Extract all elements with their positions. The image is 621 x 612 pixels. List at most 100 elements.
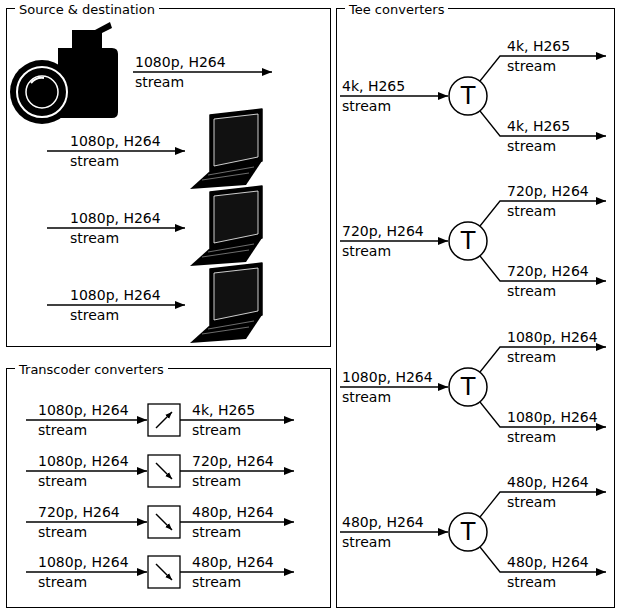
stream-label: 4k, H265 stream xyxy=(342,76,438,116)
stream-label: 1080p, H264 stream xyxy=(507,327,603,367)
laptop-icon xyxy=(190,186,262,266)
stream-label: 1080p, H264 stream xyxy=(38,552,134,592)
tee-wiring xyxy=(340,56,606,572)
stream-arrow xyxy=(26,571,147,572)
laptop-icon xyxy=(190,109,262,189)
stream-arrow xyxy=(47,304,185,305)
tee-circle xyxy=(449,222,487,260)
laptop-screen xyxy=(210,263,262,325)
label-slot: 4k, H265 stream xyxy=(507,36,603,76)
label-slot: 720p, H264 stream xyxy=(38,502,134,542)
tee-converter: T xyxy=(448,221,488,261)
laptop-base xyxy=(190,161,262,189)
label-slot: 720p, H264 stream xyxy=(342,221,438,261)
label-slot: 1080p, H264 stream xyxy=(38,552,134,592)
stream-label: 1080p, H264 stream xyxy=(135,52,231,92)
transcoder-box xyxy=(148,506,180,538)
label-slot: 480p, H264 stream xyxy=(192,552,288,592)
laptop-keys xyxy=(202,244,254,257)
stream-arrow xyxy=(340,531,448,532)
label-slot: 4k, H265 stream xyxy=(342,76,438,116)
panel-heading: Tee converters xyxy=(345,2,448,18)
stream-label: 1080p, H264 stream xyxy=(70,208,166,248)
label-slot: 1080p, H264 stream xyxy=(507,407,603,447)
stream-label: 1080p, H264 stream xyxy=(342,367,438,407)
laptop-keys xyxy=(202,167,254,180)
laptop-keys xyxy=(202,321,254,334)
camera-mic xyxy=(95,22,112,34)
panel-heading: Transcoder converters xyxy=(15,362,168,378)
label-slot: 4k, H265 stream xyxy=(507,116,603,156)
stream-label: 480p, H264 stream xyxy=(507,552,603,592)
laptop-icon xyxy=(190,263,262,343)
label-slot: 1080p, H264 stream xyxy=(70,208,166,248)
stream-arrow xyxy=(26,419,147,420)
tee-symbol: T xyxy=(461,373,476,401)
label-slot: 720p, H264 stream xyxy=(507,261,603,301)
transcoder-box xyxy=(148,556,180,588)
lens-ring xyxy=(17,67,67,117)
downscale-symbol xyxy=(156,514,172,530)
label-slot: 4k, H265 stream xyxy=(192,400,288,440)
laptop-display xyxy=(214,114,258,166)
stream-label: 480p, H264 stream xyxy=(192,552,288,592)
tee-circle xyxy=(449,77,487,115)
stream-arrow xyxy=(180,521,294,522)
stream-label: 480p, H264 stream xyxy=(342,512,438,552)
tee-symbol: T xyxy=(461,82,476,110)
stream-arrow xyxy=(47,150,185,151)
tee-circle xyxy=(449,368,487,406)
label-slot: 1080p, H264 stream xyxy=(70,131,166,171)
stream-label: 1080p, H264 stream xyxy=(70,131,166,171)
stream-arrow xyxy=(26,470,147,471)
stream-label: 1080p, H264 stream xyxy=(70,285,166,325)
tee-symbol: T xyxy=(461,227,476,255)
label-slot: 480p, H264 stream xyxy=(342,512,438,552)
laptop-display xyxy=(214,191,258,243)
laptop-screen xyxy=(210,109,262,171)
label-slot: 1080p, H264 stream xyxy=(135,52,231,92)
stream-label: 4k, H265 stream xyxy=(192,400,288,440)
video-camera xyxy=(10,22,118,124)
label-slot: 1080p, H264 stream xyxy=(507,327,603,367)
camera-lens xyxy=(10,60,74,124)
tee-converter: T xyxy=(448,512,488,552)
label-slot: 720p, H264 stream xyxy=(507,181,603,221)
label-slot: 480p, H264 stream xyxy=(507,552,603,592)
lens-glint xyxy=(31,78,44,83)
label-slot: 1080p, H264 stream xyxy=(342,367,438,407)
laptop-base xyxy=(190,315,262,343)
label-slot: 480p, H264 stream xyxy=(507,472,603,512)
downscale-symbol xyxy=(156,564,172,580)
stream-label: 4k, H265 stream xyxy=(507,116,603,156)
downscale-symbol xyxy=(156,463,172,479)
stream-label: 4k, H265 stream xyxy=(507,36,603,76)
tee-circle xyxy=(449,513,487,551)
laptop-base xyxy=(190,238,262,266)
stream-label: 720p, H264 stream xyxy=(192,451,288,491)
tee-symbol: T xyxy=(461,518,476,546)
stream-label: 480p, H264 stream xyxy=(192,502,288,542)
lens-glass xyxy=(26,76,58,108)
tee-converter: T xyxy=(448,76,488,116)
stream-arrow xyxy=(340,240,448,241)
transcoder-box xyxy=(148,455,180,487)
label-slot: 1080p, H264 stream xyxy=(38,400,134,440)
upscale-symbol xyxy=(156,412,172,428)
laptop-screen xyxy=(210,186,262,248)
stream-arrow xyxy=(180,419,294,420)
stream-label: 1080p, H264 stream xyxy=(507,407,603,447)
transcoder-box xyxy=(148,404,180,436)
stream-label: 720p, H264 stream xyxy=(342,221,438,261)
label-slot: 480p, H264 stream xyxy=(192,502,288,542)
stream-arrow xyxy=(340,95,448,96)
stream-label: 720p, H264 stream xyxy=(507,261,603,301)
stream-arrow xyxy=(340,386,448,387)
laptop-display xyxy=(214,268,258,320)
stream-arrow xyxy=(26,521,147,522)
stream-arrow xyxy=(180,470,294,471)
label-slot: 1080p, H264 stream xyxy=(38,451,134,491)
